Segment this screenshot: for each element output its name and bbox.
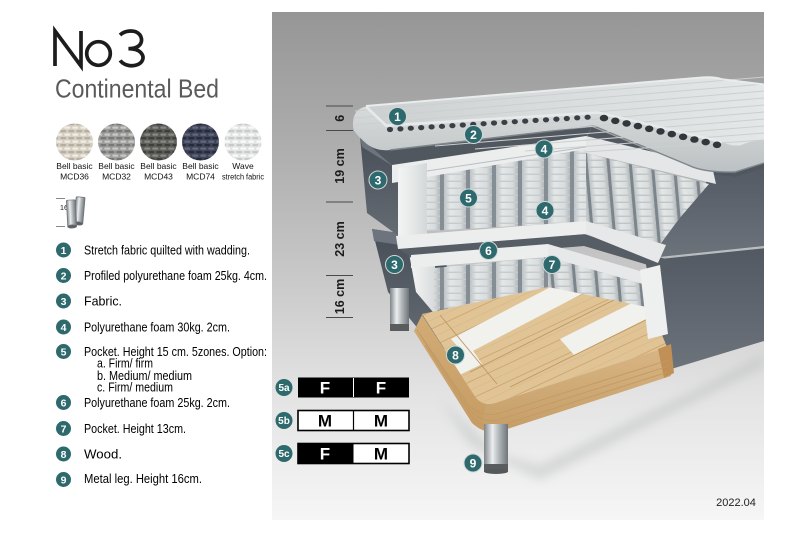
svg-text:a. Firm/ firm: a. Firm/ firm — [97, 356, 153, 371]
svg-text:4: 4 — [542, 204, 549, 218]
svg-text:F: F — [376, 379, 386, 398]
svg-text:Pocket. Height 15 cm. 5zones.: Pocket. Height 15 cm. 5zones. Option: — [84, 344, 267, 359]
svg-text:6: 6 — [333, 115, 347, 122]
svg-text:3: 3 — [375, 173, 382, 187]
svg-text:stretch fabric: stretch fabric — [222, 172, 265, 182]
svg-text:Pocket. Height 13cm.: Pocket. Height 13cm. — [84, 421, 186, 436]
svg-text:1: 1 — [394, 110, 401, 124]
svg-text:2: 2 — [61, 270, 67, 282]
svg-text:16: 16 — [60, 203, 68, 212]
svg-text:7: 7 — [61, 423, 67, 435]
svg-text:5: 5 — [61, 346, 67, 358]
svg-text:Fabric.: Fabric. — [84, 294, 122, 309]
svg-text:M: M — [374, 412, 388, 431]
svg-text:F: F — [320, 445, 330, 464]
svg-text:16 cm: 16 cm — [333, 279, 347, 314]
svg-text:Polyurethane foam 30kg. 2cm.: Polyurethane foam 30kg. 2cm. — [84, 320, 230, 335]
svg-text:5a: 5a — [278, 383, 290, 394]
svg-text:Wood.: Wood. — [84, 447, 122, 462]
svg-text:Profiled polyurethane foam 25k: Profiled polyurethane foam 25kg. 4cm. — [84, 268, 267, 283]
svg-text:6: 6 — [485, 244, 492, 258]
svg-text:19 cm: 19 cm — [333, 148, 347, 183]
svg-text:3: 3 — [391, 258, 398, 272]
svg-text:5b: 5b — [278, 416, 290, 427]
svg-text:6: 6 — [61, 397, 67, 409]
svg-text:9: 9 — [470, 456, 477, 470]
svg-text:c. Firm/ medium: c. Firm/ medium — [97, 380, 173, 395]
svg-text:5c: 5c — [278, 449, 290, 460]
svg-text:Metal leg. Height 16cm.: Metal leg. Height 16cm. — [84, 471, 202, 486]
svg-text:MCD43: MCD43 — [144, 172, 173, 182]
svg-text:4: 4 — [541, 142, 548, 156]
svg-text:4: 4 — [61, 322, 67, 334]
svg-text:5: 5 — [465, 191, 472, 205]
svg-text:Bell basic: Bell basic — [182, 161, 219, 171]
svg-text:7: 7 — [549, 258, 556, 272]
svg-text:F: F — [320, 379, 330, 398]
svg-text:MCD32: MCD32 — [102, 172, 131, 182]
svg-text:Stretch fabric quilted with wa: Stretch fabric quilted with wadding. — [84, 243, 250, 258]
svg-text:M: M — [318, 412, 332, 431]
svg-text:8: 8 — [452, 348, 459, 362]
svg-text:3: 3 — [61, 296, 67, 308]
svg-text:Continental Bed: Continental Bed — [55, 74, 219, 104]
svg-text:Bell basic: Bell basic — [98, 161, 135, 171]
svg-text:9: 9 — [61, 474, 67, 486]
svg-text:MCD74: MCD74 — [186, 172, 215, 182]
svg-text:b. Medium/ medium: b. Medium/ medium — [97, 368, 192, 383]
svg-text:MCD36: MCD36 — [60, 172, 89, 182]
svg-text:2: 2 — [470, 128, 477, 142]
svg-text:2022.04: 2022.04 — [716, 497, 756, 509]
svg-text:1: 1 — [61, 245, 67, 257]
svg-text:Wave: Wave — [232, 161, 254, 171]
svg-text:M: M — [374, 445, 388, 464]
svg-text:Bell basic: Bell basic — [56, 161, 93, 171]
svg-text:23 cm: 23 cm — [333, 221, 347, 256]
svg-text:Bell basic: Bell basic — [140, 161, 177, 171]
svg-text:Polyurethane foam 25kg. 2cm.: Polyurethane foam 25kg. 2cm. — [84, 395, 230, 410]
svg-text:8: 8 — [61, 449, 67, 461]
